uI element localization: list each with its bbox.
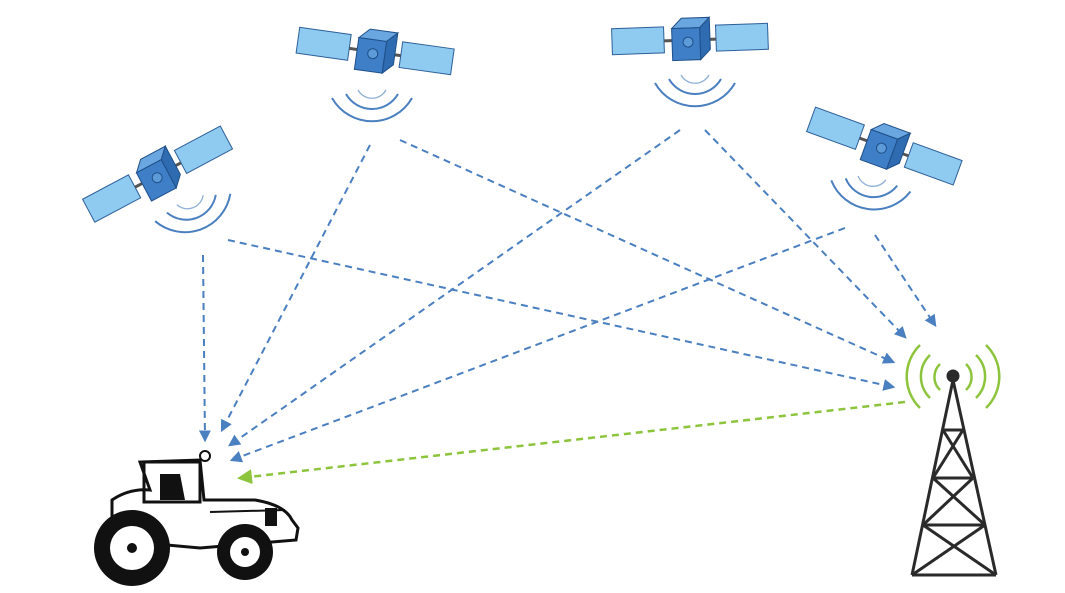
satellite-icon	[293, 17, 457, 85]
satellite-signal-arrow	[399, 139, 896, 364]
signal-waves-icon	[827, 171, 913, 216]
signal-waves-icon	[151, 185, 240, 245]
satellite-icon	[609, 13, 771, 65]
satellite-signal-arrow	[229, 227, 846, 463]
signal-waves-icon	[654, 74, 736, 108]
signal-waves-icon	[331, 89, 413, 123]
satellite-signals	[198, 129, 937, 485]
correction-signal-arrow	[237, 400, 906, 485]
satellite-signal-arrow	[198, 254, 211, 443]
satellite-signal-arrow	[228, 129, 681, 447]
satellite-signal-arrow	[220, 144, 371, 433]
satellite-signal-arrow	[227, 239, 896, 391]
satellite-icon	[802, 98, 967, 194]
satellite-signal-arrow	[874, 234, 937, 327]
satellite-icon	[77, 117, 238, 231]
cell-tower-icon	[905, 344, 1001, 577]
tractor-icon	[94, 450, 300, 586]
